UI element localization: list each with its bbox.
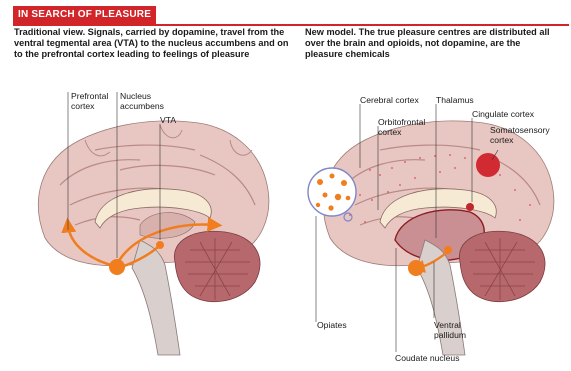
ventral-pallidum-dot <box>408 260 424 276</box>
somatosensory-circle <box>476 153 500 177</box>
label-caudate-nucleus: Coudate nucleus <box>395 353 460 363</box>
vta-dot <box>156 241 164 249</box>
label-vta: VTA <box>160 115 176 125</box>
label-opiates: Opiates <box>317 320 347 330</box>
label-thalamus: Thalamus <box>436 95 474 105</box>
left-brain <box>38 121 268 355</box>
nucleus-accumbens-dot <box>109 259 125 275</box>
label-cingulate-cortex: Cingulate cortex <box>472 109 534 119</box>
label-cerebral-cortex: Cerebral cortex <box>360 95 419 105</box>
